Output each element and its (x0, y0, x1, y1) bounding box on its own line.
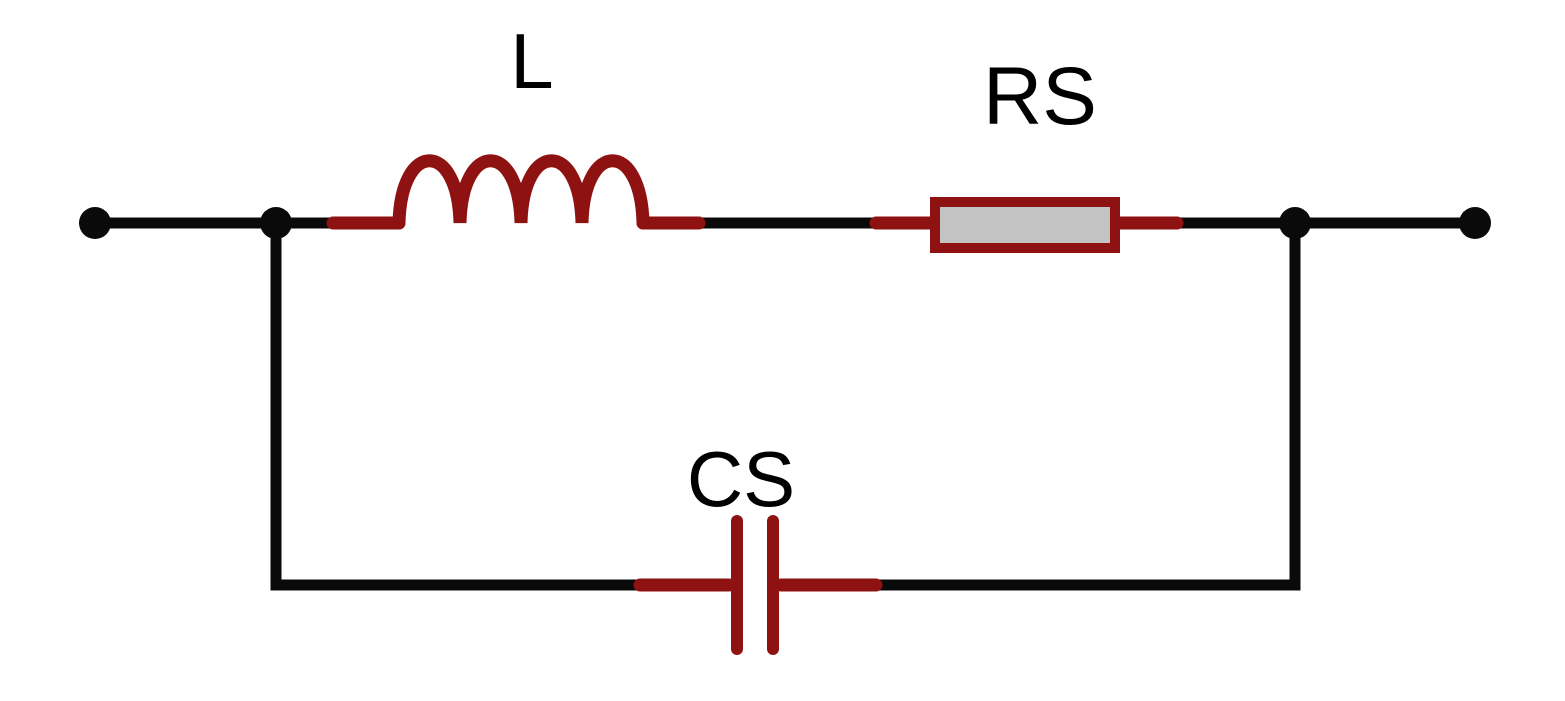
resistor-symbol (869, 197, 1184, 253)
inductor-symbol (326, 154, 706, 230)
wire-left-branch (270, 223, 642, 591)
resistor-body (930, 197, 1120, 253)
inductor-coil (392, 154, 650, 230)
inductor-label: L (510, 17, 553, 105)
wires (95, 217, 1475, 591)
capacitor-symbol (633, 515, 883, 655)
terminal-dot-left (79, 207, 111, 239)
junction-dot-right (1279, 207, 1311, 239)
terminal-dot-right (1459, 207, 1491, 239)
wire-right-branch (872, 223, 1301, 591)
capacitor-label: CS (687, 435, 795, 523)
connection-dots (79, 207, 1491, 239)
junction-dot-left (260, 207, 292, 239)
resistor-label: RS (983, 51, 1097, 142)
